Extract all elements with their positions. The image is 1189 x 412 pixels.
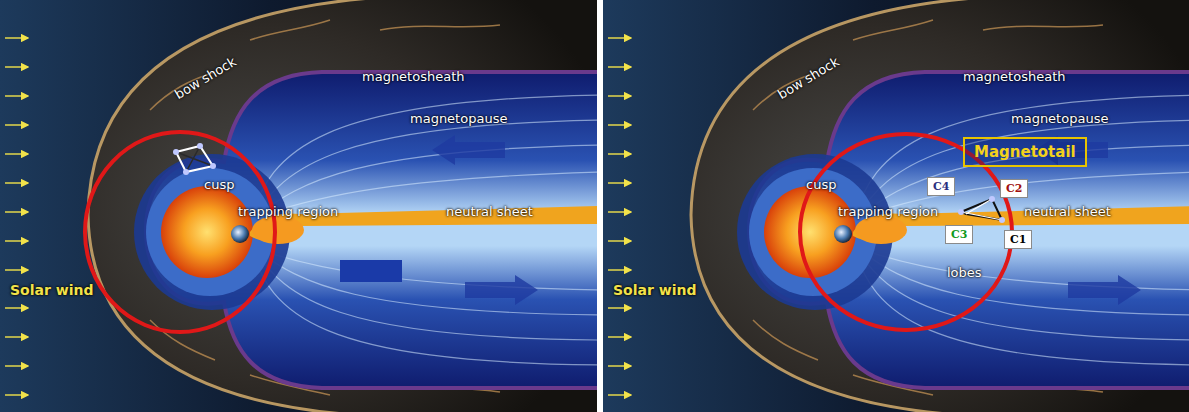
spacecraft-tag: C2 [1000, 179, 1028, 198]
right-panel [603, 0, 1189, 412]
cluster-tetrahedron [958, 196, 1005, 223]
solar-wind-label: Solar wind [613, 283, 696, 298]
region-label: lobes [947, 266, 982, 280]
cluster-tetrahedron [173, 143, 216, 175]
region-label: magnetosheath [362, 70, 464, 84]
region-label: magnetopause [410, 112, 507, 126]
region-label: trapping region [838, 205, 938, 219]
region-label: magnetosheath [963, 70, 1065, 84]
region-label: neutral sheet [1024, 205, 1111, 219]
spacecraft-tag: C1 [1004, 230, 1032, 249]
left-panel [0, 0, 597, 412]
highlight-circle [85, 132, 275, 332]
spacecraft-name: C3 [951, 228, 967, 241]
solar-wind-label: Solar wind [10, 283, 93, 298]
region-label: cusp [806, 178, 836, 192]
spacecraft-name: C1 [1010, 233, 1026, 246]
spacecraft-name: C2 [1006, 182, 1022, 195]
region-label: magnetopause [1011, 112, 1108, 126]
region-label: trapping region [238, 205, 338, 219]
region-label: cusp [204, 178, 234, 192]
region-title: Magnetotail [974, 143, 1076, 161]
region-label: neutral sheet [446, 205, 533, 219]
spacecraft-tag: C3 [945, 225, 973, 244]
region-title-box: Magnetotail [963, 137, 1087, 167]
spacecraft-name: C4 [933, 180, 949, 193]
spacecraft-tag: C4 [927, 177, 955, 196]
blue-patch [340, 260, 402, 282]
